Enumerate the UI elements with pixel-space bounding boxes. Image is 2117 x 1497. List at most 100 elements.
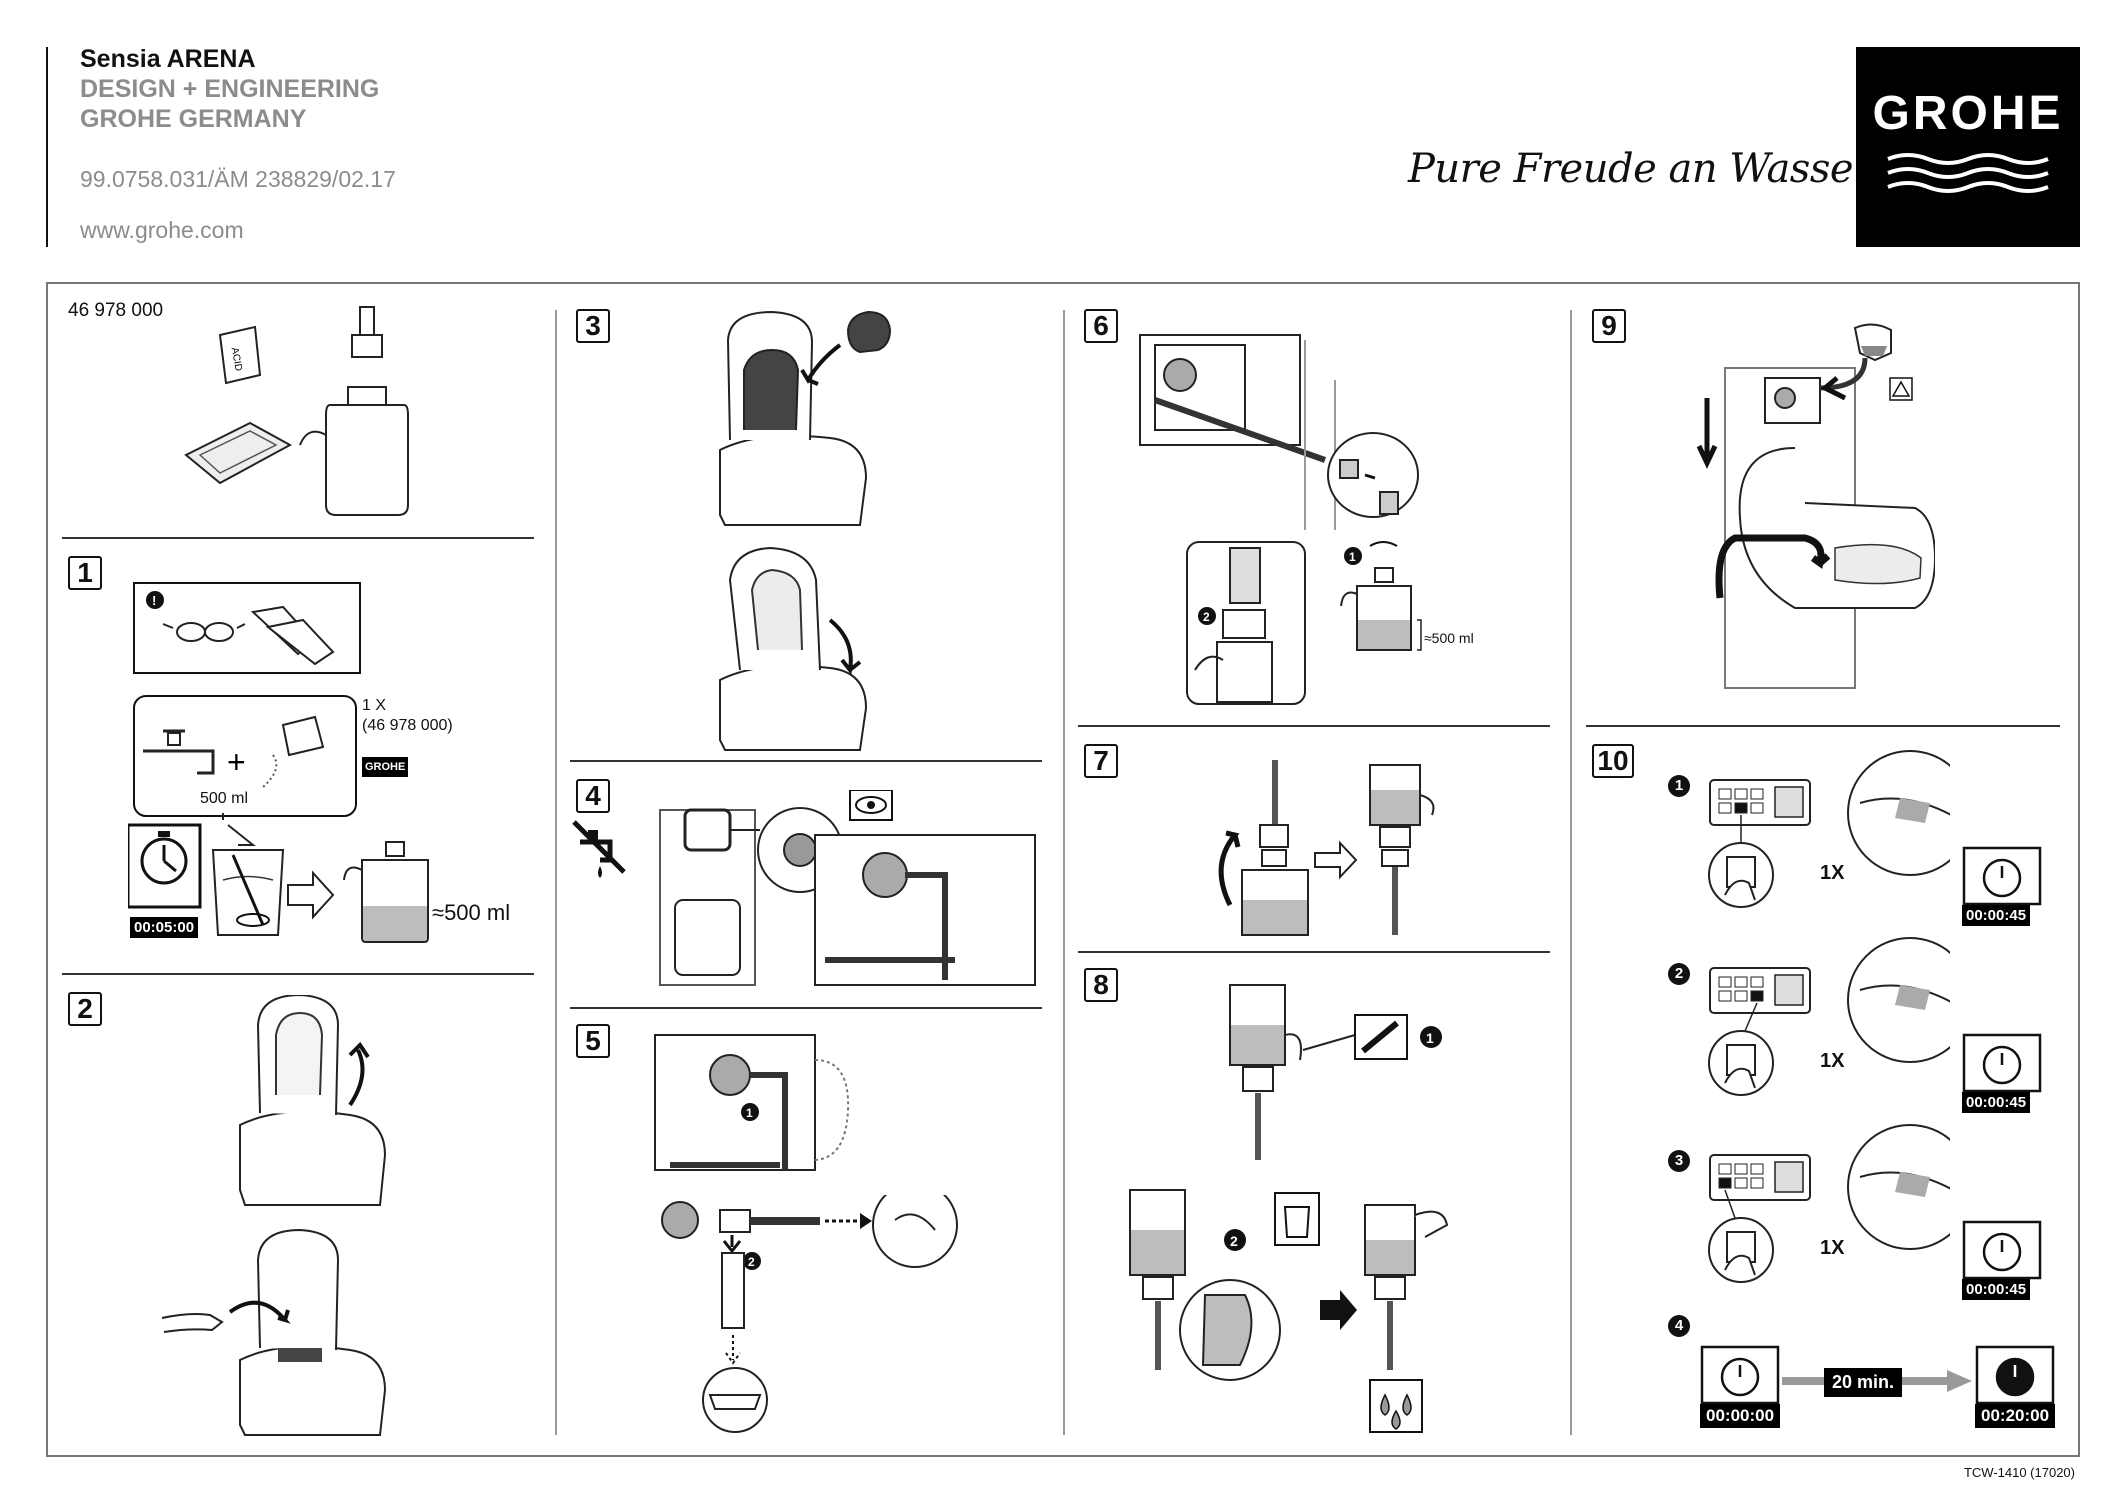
stopwatch-icon-3 — [1962, 1220, 2042, 1280]
remove-seat-cover-illustration — [719, 310, 892, 526]
stopwatch-icon — [128, 823, 202, 909]
invert-bottle-illustration — [1218, 760, 1435, 936]
safety-goggles-icon — [162, 622, 246, 642]
footer-code: TCW-1410 (17020) — [1963, 1465, 2075, 1480]
column-divider-2 — [1063, 310, 1065, 1435]
packet-quantity: 1 X — [362, 697, 387, 714]
wait-end-timer: 00:20:00 — [1975, 1404, 2056, 1428]
step-8-badge: 8 — [1084, 968, 1118, 1002]
instruction-frame — [46, 282, 2080, 1457]
product-title: Sensia ARENA — [80, 45, 256, 73]
funnel-tray-icon — [184, 421, 293, 485]
step-6-badge: 6 — [1084, 309, 1118, 343]
protective-gloves-icon — [250, 605, 335, 666]
remote-control-2 — [1708, 967, 1811, 1096]
stopwatch-icon-1 — [1962, 846, 2042, 906]
website-link[interactable]: www.grohe.com — [80, 217, 244, 243]
kit-contents-illustration: ACID — [184, 306, 409, 516]
step-1-badge: 1 — [68, 556, 102, 590]
substep-3-marker: 3 — [1668, 1150, 1690, 1172]
company-line: GROHE GERMANY — [80, 105, 307, 133]
svg-text:2: 2 — [748, 1255, 755, 1269]
row-divider-c2-b — [570, 1007, 1042, 1009]
bottle-icon — [299, 306, 409, 516]
water-tap-icon — [143, 729, 215, 775]
svg-text:2: 2 — [1230, 1233, 1238, 1249]
packet-part-reference: (46 978 000) — [362, 717, 453, 734]
row-divider-c4-a — [1586, 725, 2060, 727]
substep-3-count: 1X — [1820, 1237, 1845, 1259]
button-press-illustration — [161, 1228, 387, 1436]
mixing-container-icon — [211, 824, 285, 936]
step-4-badge: 4 — [576, 779, 610, 813]
warning-icon — [146, 591, 164, 609]
row-divider-c3-a — [1078, 725, 1550, 727]
hose-disconnect-illustration: 1 — [654, 1034, 850, 1171]
bowl-nozzle-view-2 — [1847, 937, 1950, 1063]
substep-1-timer: 00:00:45 — [1962, 905, 2031, 926]
header-text-block: Sensia ARENA DESIGN + ENGINEERING GROHE … — [80, 44, 396, 244]
safety-equipment-box: ! — [133, 582, 361, 674]
svg-text:1: 1 — [1349, 550, 1356, 564]
result-volume-label: ≈500 ml — [432, 900, 511, 925]
substep-1-count: 1X — [1820, 862, 1845, 884]
design-line: DESIGN + ENGINEERING — [80, 75, 380, 103]
substep-4-marker: 4 — [1668, 1315, 1690, 1337]
column-divider-1 — [555, 310, 557, 1435]
step-5-badge: 5 — [576, 1024, 610, 1058]
svg-text:!: ! — [152, 593, 156, 608]
refill-and-flush-illustration — [1696, 323, 1935, 689]
substep-1-marker: 1 — [1668, 775, 1690, 797]
step-2-badge: 2 — [68, 992, 102, 1026]
substep-3-timer: 00:00:45 — [1962, 1279, 2031, 1300]
bowl-nozzle-view-3 — [1847, 1124, 1950, 1250]
mix-and-pour-illustration — [128, 823, 335, 936]
substep-2-marker: 2 — [1668, 963, 1690, 985]
row-divider-c3-b — [1078, 951, 1550, 953]
wait-start-timer: 00:00:00 — [1700, 1404, 1781, 1428]
attach-bottle-illustration: 2 1 — [1139, 334, 1422, 705]
svg-text:2: 2 — [1203, 610, 1210, 624]
step-1-timer: 00:05:00 — [130, 917, 199, 938]
stopwatch-end-icon — [1975, 1345, 2055, 1405]
acid-packet-icon: ACID — [218, 325, 262, 385]
caution-icon — [1889, 377, 1913, 401]
stopwatch-start-icon — [1700, 1345, 1780, 1405]
logo-wordmark: GROHE — [1872, 86, 2064, 140]
row-divider-c2-a — [570, 760, 1042, 762]
mixing-instruction-box: + — [133, 695, 357, 820]
bowl-nozzle-view-1 — [1847, 750, 1950, 876]
header-accent-bar — [46, 47, 48, 247]
svg-text:+: + — [227, 744, 246, 780]
step-10-badge: 10 — [1592, 744, 1634, 778]
water-volume-label: 500 ml — [200, 790, 249, 807]
step-7-badge: 7 — [1084, 744, 1118, 778]
stopwatch-icon-2 — [1962, 1033, 2042, 1093]
open-seat-illustration — [239, 995, 387, 1206]
packet-label: ACID — [229, 347, 244, 372]
svg-text:1: 1 — [746, 1106, 753, 1120]
filled-bottle-icon — [343, 841, 429, 943]
step-9-badge: 9 — [1592, 309, 1626, 343]
grohe-mini-logo: GROHE — [362, 757, 409, 777]
row-divider-c1-a — [62, 537, 534, 539]
powder-packet-icon — [262, 715, 325, 788]
substep-2-count: 1X — [1820, 1050, 1845, 1072]
wait-duration: 20 min. — [1824, 1368, 1903, 1397]
substep-2-timer: 00:00:45 — [1962, 1092, 2031, 1113]
column-divider-3 — [1570, 310, 1572, 1435]
remote-control-1 — [1708, 779, 1811, 908]
water-off-icon — [572, 820, 626, 878]
document-number: 99.0758.031/ÄM 238829/02.17 — [80, 166, 396, 192]
step-3-badge: 3 — [576, 309, 610, 343]
close-seat-illustration — [719, 546, 868, 751]
right-arrow-icon — [287, 870, 335, 920]
wave-icon — [1887, 152, 2049, 193]
inspect-valve-illustration — [659, 790, 1036, 986]
drain-bottle-illustration: 1 2 — [1129, 984, 1449, 1433]
remote-control-3 — [1708, 1154, 1811, 1283]
step-6-volume-label: ≈500 ml — [1424, 630, 1474, 646]
brand-tagline: Pure Freude an Wasser — [1408, 146, 1872, 192]
part-number: 46 978 000 — [68, 300, 164, 321]
row-divider-c1-b — [62, 973, 534, 975]
